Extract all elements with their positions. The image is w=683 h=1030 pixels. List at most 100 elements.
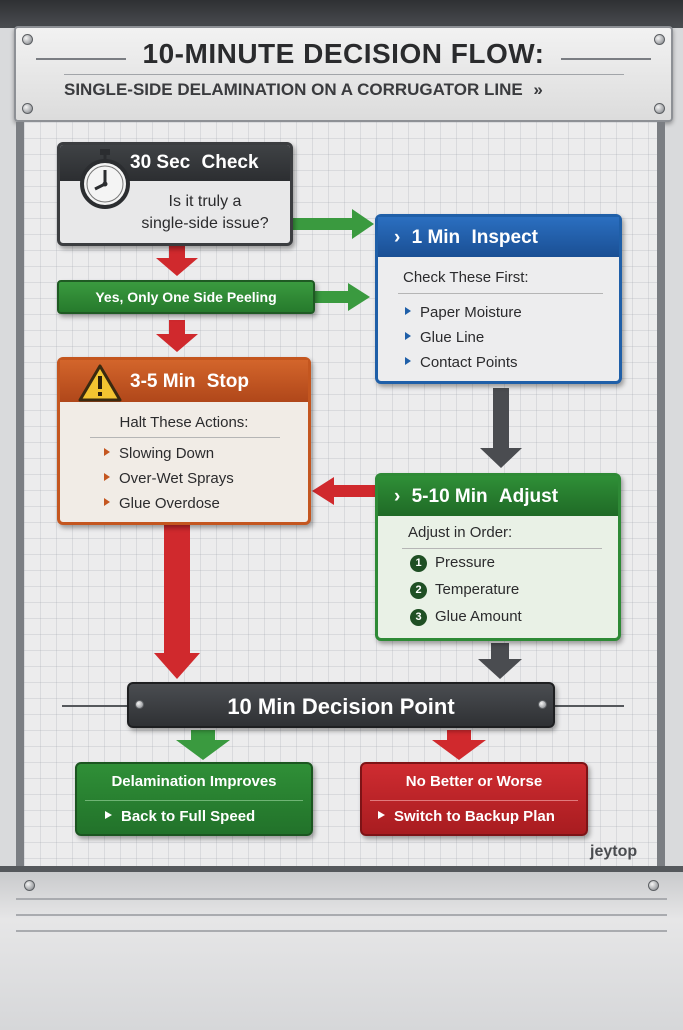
improves-divider [85,800,303,801]
improves-box: Delamination Improves Back to Full Speed [75,762,313,836]
check-time: 30 Sec [130,152,191,173]
title-rule-right [561,58,651,60]
yes-bar: Yes, Only One Side Peeling [57,280,315,314]
triangle-bullet-icon [105,811,112,819]
worse-divider [370,800,578,801]
arrow-down-improves [176,730,230,760]
inspect-label: Inspect [471,227,538,248]
decision-bar: 10 Min Decision Point [127,682,555,728]
stop-item-label: Glue Overdose [119,495,220,512]
worse-box: No Better or Worse Switch to Backup Plan [360,762,588,836]
adjust-item: 2 Temperature [410,581,519,599]
page-subtitle: SINGLE-SIDE DELAMINATION ON A CORRUGATOR… [64,80,543,100]
check-label: Check [201,152,259,173]
arrow-down-adjust [478,643,522,679]
inspect-divider [398,293,603,294]
step-number-badge: 3 [410,609,427,626]
inspect-item: Paper Moisture [405,304,522,321]
triangle-bullet-icon [405,357,411,365]
rivet [22,103,33,114]
inspect-subhead: Check These First: [403,269,529,286]
stop-item: Over-Wet Sprays [104,470,234,487]
decision-rule-right [552,705,624,707]
improves-action: Back to Full Speed [105,808,255,825]
rivet [135,700,144,709]
adjust-item: 1 Pressure [410,554,495,572]
subtitle-text: SINGLE-SIDE DELAMINATION ON A CORRUGATOR… [64,80,523,99]
adjust-item-label: Glue Amount [435,608,522,625]
stop-item-label: Over-Wet Sprays [119,470,234,487]
step-number-badge: 2 [410,582,427,599]
stopwatch-icon [80,149,130,209]
stop-divider [90,437,280,438]
yes-bar-label: Yes, Only One Side Peeling [95,289,277,305]
arrow-down-check [156,246,198,276]
inspect-item: Glue Line [405,329,484,346]
inspect-time: 1 Min [411,227,461,248]
adjust-item-label: Pressure [435,554,496,571]
inspect-item: Contact Points [405,354,518,371]
inspect-box: › 1 Min Inspect Check These First: Paper… [375,214,622,384]
footer-rule [16,898,667,900]
watermark: jeytop [590,843,638,860]
chevron-right-icon: » [533,80,543,99]
stop-item: Slowing Down [104,445,214,462]
check-question-line2: single-side issue? [141,215,269,232]
check-question: Is it truly a single-side issue? [120,191,290,235]
footer-rule [16,930,667,932]
inspect-item-label: Paper Moisture [420,304,522,321]
arrow-down-inspect [480,388,522,468]
triangle-bullet-icon [104,473,110,481]
inspect-title: › 1 Min Inspect [394,227,538,249]
arrow-yes-to-inspect [312,283,370,311]
adjust-item: 3 Glue Amount [410,608,522,626]
triangle-bullet-icon [104,448,110,456]
check-box: 30 Sec Check Is it truly a single-side i… [57,142,293,246]
improves-action-label: Back to Full Speed [121,808,256,825]
footer-rule [16,914,667,916]
stop-title: 3-5 Min Stop [130,371,249,393]
chevron-right-icon: › [394,486,401,507]
arrow-to-inspect [290,209,374,239]
rivet [538,700,547,709]
rivet [654,103,665,114]
top-frame [0,0,683,28]
stop-time: 3-5 Min [130,371,196,392]
page-title: 10-MINUTE DECISION FLOW: [142,38,545,69]
check-title: 30 Sec Check [130,152,259,174]
stop-item: Glue Overdose [104,495,220,512]
worse-action: Switch to Backup Plan [378,808,555,825]
warning-icon [78,364,122,402]
adjust-label: Adjust [498,486,559,507]
footer-panel [0,866,683,1030]
adjust-item-label: Temperature [435,581,520,598]
adjust-header [378,476,618,516]
triangle-bullet-icon [378,811,385,819]
triangle-bullet-icon [104,498,110,506]
stop-box: 3-5 Min Stop Halt These Actions: Slowing… [57,357,311,525]
improves-title: Delamination Improves [111,773,277,790]
arrow-down-stop [154,525,200,679]
rivet [22,34,33,45]
step-number-badge: 1 [410,555,427,572]
inspect-item-label: Glue Line [420,329,485,346]
worse-title: No Better or Worse [405,773,543,790]
adjust-subhead: Adjust in Order: [408,524,513,541]
triangle-bullet-icon [405,332,411,340]
rivet [648,880,659,891]
adjust-title: › 5-10 Min Adjust [394,486,558,508]
decision-rule-left [62,705,132,707]
inspect-item-label: Contact Points [420,354,518,371]
decision-label: 10 Min Decision Point [227,694,455,719]
adjust-box: › 5-10 Min Adjust Adjust in Order: 1 Pres… [375,473,621,641]
adjust-divider [402,548,602,549]
triangle-bullet-icon [405,307,411,315]
rivet [654,34,665,45]
chevron-right-icon: › [394,227,401,248]
stop-label: Stop [206,371,249,392]
title-rule-left [36,58,126,60]
inspect-header [378,217,619,257]
arrow-down-yes [156,320,198,352]
rivet [24,880,35,891]
stop-item-label: Slowing Down [119,445,215,462]
